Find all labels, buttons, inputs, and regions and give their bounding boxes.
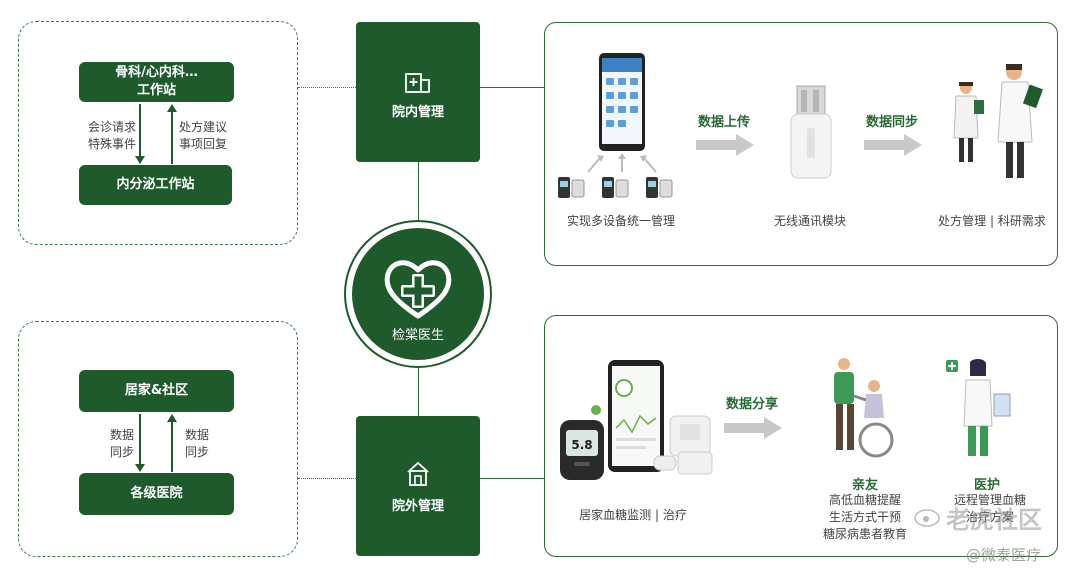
watermark-brand: 老虎社区 [946, 506, 1042, 534]
family-title: 亲友 [851, 478, 878, 493]
endocrine-station: 内分泌工作站 [79, 165, 232, 205]
caption-home-monitoring: 居家血糖监测 | 治疗 [579, 508, 687, 522]
inpatient-flow-panel [544, 22, 1058, 266]
device-upload-arrows [587, 153, 657, 173]
smartphone-app [599, 53, 645, 151]
consult-request-note: 会诊请求 特殊事件 [87, 120, 136, 151]
flow-share-label: 数据分享 [725, 397, 778, 412]
family-benefits: 高低血糖提醒 生活方式干预 糖尿病患者教育 [822, 493, 907, 541]
ortho-cardio-station: 骨科/心内科… 工作站 [79, 62, 234, 102]
caption-wireless-module: 无线通讯模块 [773, 214, 846, 228]
station-arrows [135, 104, 177, 164]
flow-upload-label: 数据上传 [697, 115, 750, 130]
connector-inpatient-right [480, 87, 544, 88]
outpatient-stations-panel [18, 321, 298, 557]
outpatient-arrows [135, 414, 177, 472]
outpatient-management-label: 院外管理 [391, 499, 444, 514]
meter-reading: 5.8 [571, 438, 592, 452]
connector-inpatient [298, 87, 356, 88]
data-sync-note-left: 数据 同步 [109, 428, 134, 459]
connector-outpatient-right [480, 478, 544, 479]
caption-prescription-research: 处方管理 | 科研需求 [938, 214, 1046, 228]
outpatient-management-box: 院外管理 [356, 416, 480, 556]
home-icon [407, 461, 429, 486]
doctors-illustration [953, 64, 1043, 178]
weibo-watermark-icon [914, 509, 940, 527]
arrow-upload [696, 134, 754, 156]
wireless-module [790, 85, 832, 179]
medical-title: 医护 [973, 478, 1000, 493]
outpatient-flow-panel [544, 315, 1058, 557]
glucose-device-group [558, 177, 673, 198]
hospital-plus-icon [405, 73, 430, 93]
watermark-handle: @微泰医疗 [966, 546, 1042, 564]
arrow-share [724, 417, 782, 439]
inpatient-management-box: 院内管理 [356, 22, 480, 162]
center-logo-circle [344, 220, 492, 368]
connector-outpatient [298, 478, 356, 479]
medical-benefits: 远程管理血糖 治疗方案 [953, 493, 1026, 524]
inpatient-stations-panel [18, 21, 298, 245]
inpatient-management-label: 院内管理 [391, 105, 444, 120]
home-community-box: 居家&社区 [79, 370, 234, 412]
family-wheelchair-illustration [834, 358, 894, 458]
trunk-top [418, 162, 419, 224]
caption-multi-device: 实现多设备统一管理 [566, 214, 675, 228]
center-logo-label: 检棠医生 [391, 328, 444, 343]
home-glucose-devices: 5.8 [560, 360, 713, 480]
nurse-illustration [946, 359, 1011, 456]
trunk-bottom [418, 364, 419, 416]
flow-sync-label: 数据同步 [865, 115, 918, 130]
arrow-sync [864, 134, 922, 156]
prescription-advice-note: 处方建议 事项回复 [179, 120, 228, 151]
hospitals-box: 各级医院 [79, 473, 234, 515]
data-sync-note-right: 数据 同步 [185, 428, 210, 459]
